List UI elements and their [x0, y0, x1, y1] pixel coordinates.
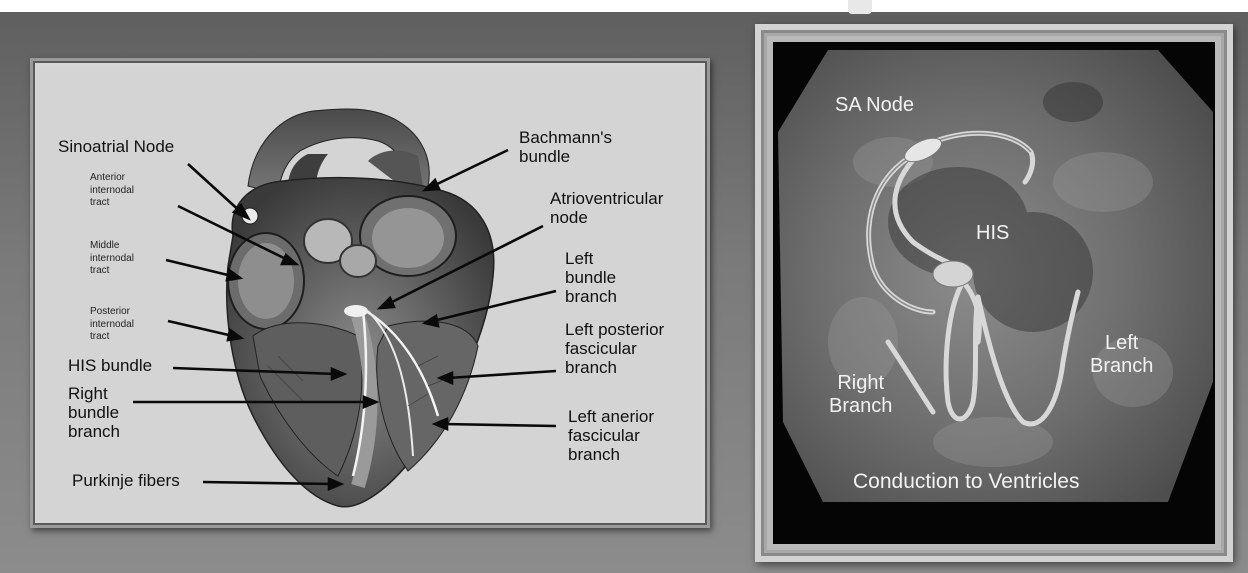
label-left-bundle-branch: Left bundle branch — [565, 249, 617, 306]
label-left-anterior-fascicular-branch: Left anerior fascicular branch — [568, 407, 654, 464]
heart-diagram-canvas: Sinoatrial Node Anterior internodal trac… — [38, 66, 702, 520]
heart-diagram-panel: Sinoatrial Node Anterior internodal trac… — [30, 58, 710, 528]
top-strip — [0, 0, 1248, 12]
label-bachmanns-bundle: Bachmann's bundle — [519, 128, 612, 166]
label-middle-internodal-tract: Middle internodal tract — [90, 240, 134, 278]
top-notch — [848, 0, 872, 14]
conduction-illustration — [773, 42, 1215, 544]
label-left-branch: Left Branch — [1090, 332, 1153, 378]
label-purkinje-fibers: Purkinje fibers — [72, 471, 180, 490]
conduction-canvas: SA Node HIS Left Branch Right Branch Con… — [773, 42, 1215, 544]
label-anterior-internodal-tract: Anterior internodal tract — [90, 172, 134, 210]
caption-conduction-to-ventricles: Conduction to Ventricles — [853, 470, 1079, 494]
label-atrioventricular-node: Atrioventricular node — [550, 189, 663, 227]
label-posterior-internodal-tract: Posterior internodal tract — [90, 306, 134, 344]
label-right-bundle-branch: Right bundle branch — [68, 384, 120, 441]
label-his: HIS — [976, 222, 1009, 245]
label-his-bundle: HIS bundle — [68, 356, 152, 375]
label-sinoatrial-node: Sinoatrial Node — [58, 137, 174, 156]
label-right-branch: Right Branch — [829, 372, 892, 418]
label-left-posterior-fascicular-branch: Left posterior fascicular branch — [565, 320, 664, 377]
label-sa-node: SA Node — [835, 94, 914, 117]
conduction-panel: SA Node HIS Left Branch Right Branch Con… — [755, 24, 1233, 562]
